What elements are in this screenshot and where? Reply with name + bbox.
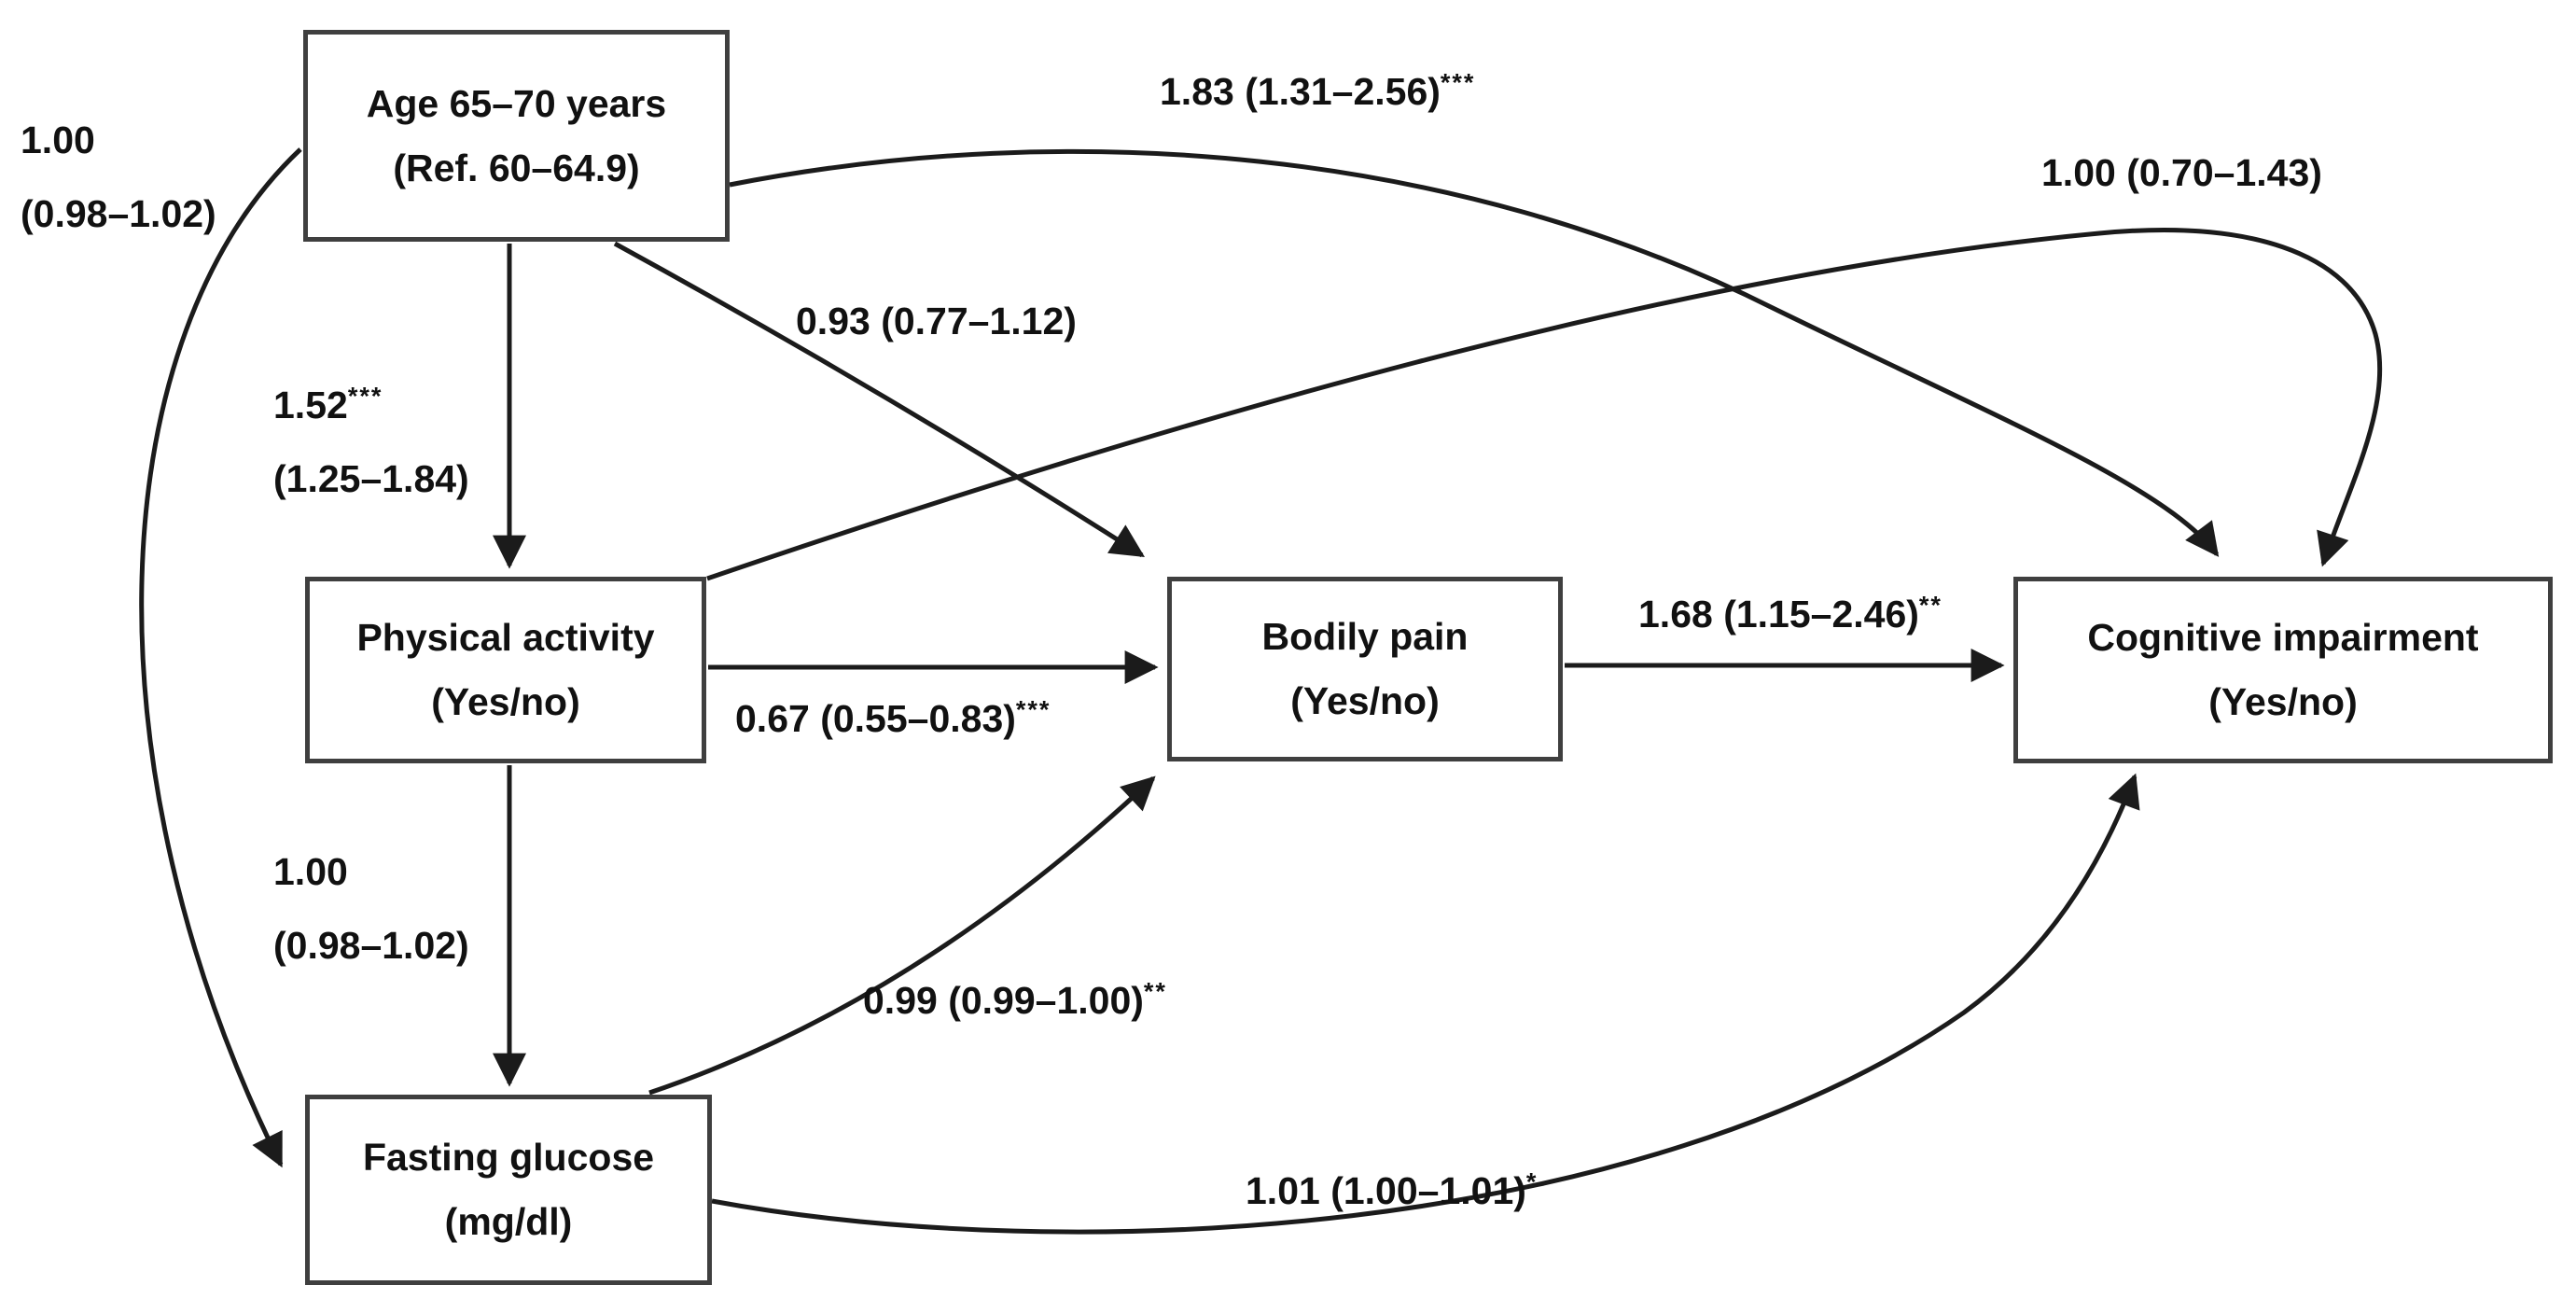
node-fasting-glucose-line2: (mg/dl): [444, 1200, 573, 1243]
edge-label-physical-to-pain: 0.67 (0.55–0.83)***: [735, 695, 1051, 740]
node-age: Age 65–70 years (Ref. 60–64.9): [303, 30, 730, 242]
edge-physical-to-cognitive-arrow: [706, 228, 2383, 581]
significance-asterisks: **: [1918, 591, 1942, 620]
significance-asterisks: *: [1525, 1167, 1539, 1196]
edge-label-age-to-physical: 1.52*** (1.25–1.84): [273, 382, 469, 501]
significance-asterisks: **: [1143, 977, 1167, 1006]
node-physical-activity-line1: Physical activity: [356, 616, 655, 659]
edge-label-physical-to-fasting: 1.00 (0.98–1.02): [273, 850, 469, 968]
node-fasting-glucose: Fasting glucose (mg/dl): [305, 1095, 712, 1285]
node-fasting-glucose-line1: Fasting glucose: [362, 1136, 655, 1179]
edge-fasting-to-pain-arrow: [648, 775, 1156, 1096]
node-bodily-pain-line1: Bodily pain: [1261, 615, 1469, 658]
edge-fasting-to-cognitive-arrow: [711, 773, 2140, 1235]
node-age-line1: Age 65–70 years: [366, 81, 667, 125]
edge-label-fasting-to-pain: 0.99 (0.99–1.00)**: [863, 977, 1167, 1022]
edge-age-to-pain-arrow: [613, 241, 1146, 558]
node-physical-activity: Physical activity (Yes/no): [305, 577, 706, 763]
edge-label-pain-to-cognitive: 1.68 (1.15–2.46)**: [1638, 591, 1942, 636]
edge-label-age-to-cognitive: 1.83 (1.31–2.56)***: [1160, 68, 1476, 113]
node-bodily-pain: Bodily pain (Yes/no): [1167, 577, 1563, 761]
node-cognitive-impairment-line1: Cognitive impairment: [2087, 616, 2479, 659]
edge-age-to-fasting-arrow: [139, 147, 302, 1168]
node-cognitive-impairment: Cognitive impairment (Yes/no): [2013, 577, 2553, 763]
edge-label-age-to-pain: 0.93 (0.77–1.12): [796, 300, 1077, 342]
significance-asterisks: ***: [1015, 695, 1051, 724]
edge-label-fasting-to-cognitive: 1.01 (1.00–1.01)*: [1246, 1167, 1539, 1212]
node-physical-activity-line2: (Yes/no): [431, 680, 580, 723]
node-bodily-pain-line2: (Yes/no): [1290, 679, 1440, 722]
node-cognitive-impairment-line2: (Yes/no): [2208, 680, 2358, 723]
edge-label-physical-to-cognitive: 1.00 (0.70–1.43): [2041, 151, 2322, 194]
edge-age-to-cognitive-arrow: [729, 148, 2220, 557]
node-age-line2: (Ref. 60–64.9): [393, 146, 640, 189]
significance-asterisks: ***: [1440, 68, 1476, 97]
edge-label-age-to-fasting: 1.00 (0.98–1.02): [21, 119, 216, 236]
significance-asterisks: ***: [347, 382, 383, 411]
